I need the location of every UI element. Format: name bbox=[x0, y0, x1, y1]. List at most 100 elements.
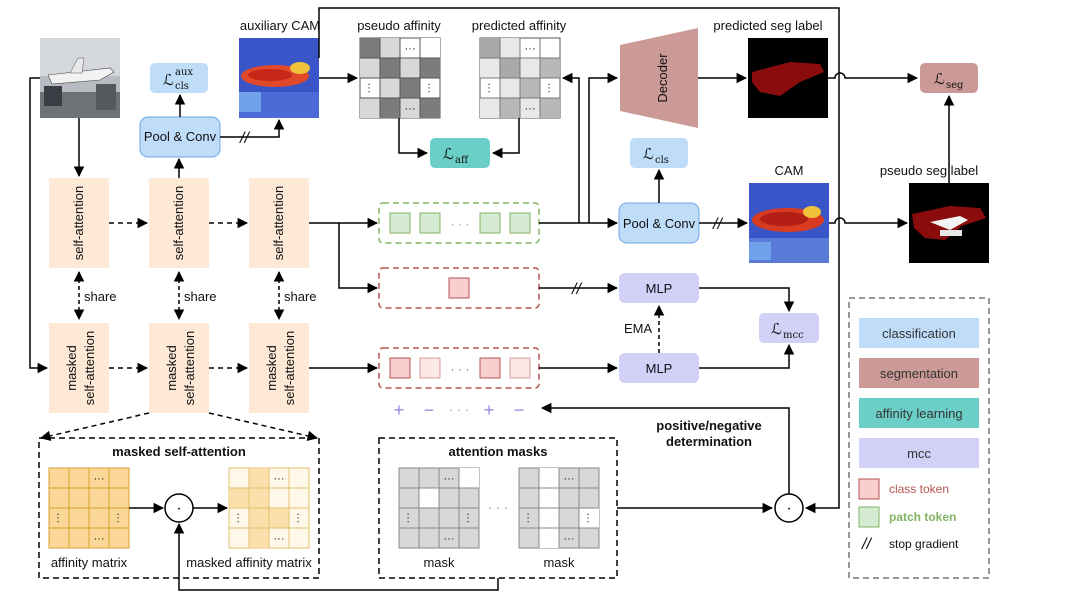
self-attention-block-2: self-attention bbox=[149, 178, 209, 268]
svg-text:· · ·: · · · bbox=[451, 362, 470, 376]
pseudo-affinity-label: pseudo affinity bbox=[357, 18, 441, 33]
masked-self-attention-block-3: masked self-attention bbox=[249, 323, 309, 413]
svg-text:masked: masked bbox=[164, 345, 179, 391]
predicted-affinity-grid: ··· ··· ··· ··· bbox=[479, 37, 561, 119]
legend-panel: classification segmentation affinity lea… bbox=[848, 297, 990, 579]
svg-text:· · ·: · · · bbox=[449, 402, 469, 417]
svg-text:aff: aff bbox=[455, 155, 469, 166]
affinity-matrix-label: affinity matrix bbox=[51, 555, 128, 570]
legend-affinity: affinity learning bbox=[875, 406, 962, 421]
svg-text:cls: cls bbox=[175, 81, 189, 92]
legend-class-token: class token bbox=[889, 482, 949, 496]
decoder-label: Decoder bbox=[655, 53, 670, 103]
svg-text:attention masks: attention masks bbox=[449, 444, 548, 459]
pseudo-seg-label-image bbox=[909, 183, 989, 263]
legend-classification: classification bbox=[882, 326, 956, 341]
svg-text:mcc: mcc bbox=[783, 330, 804, 341]
svg-text:···: ··· bbox=[444, 473, 455, 485]
connectors bbox=[29, 7, 955, 591]
elementwise-product-op-1: · bbox=[164, 493, 194, 523]
legend-segmentation: segmentation bbox=[880, 366, 958, 381]
cam-label: CAM bbox=[775, 163, 804, 178]
auxiliary-cam-label: auxiliary CAM bbox=[240, 18, 320, 33]
self-attention-block-3: self-attention bbox=[249, 178, 309, 268]
svg-text:···: ··· bbox=[525, 43, 536, 55]
loss-aff: ℒ aff bbox=[430, 138, 490, 168]
svg-text:ℒ: ℒ bbox=[771, 320, 782, 338]
masked-self-attention-block-1: masked self-attention bbox=[49, 323, 109, 413]
svg-text:masked self-attention: masked self-attention bbox=[112, 444, 246, 459]
svg-text:masked: masked bbox=[264, 345, 279, 391]
svg-text:masked: masked bbox=[64, 345, 79, 391]
mlp-top-block: MLP bbox=[619, 273, 699, 303]
masked-affinity-matrix-grid: ··· ··· ··· ··· bbox=[228, 467, 310, 549]
masked-affinity-matrix-label: masked affinity matrix bbox=[186, 555, 312, 570]
attention-masks-panel: attention masks bbox=[378, 437, 618, 579]
legend-stop-gradient: stop gradient bbox=[889, 537, 959, 551]
stop-gradient-mark-2: // bbox=[712, 216, 723, 233]
class-token-row bbox=[378, 267, 540, 309]
svg-text:···: ··· bbox=[444, 533, 455, 545]
svg-text:···: ··· bbox=[94, 533, 105, 545]
ema-label: EMA bbox=[624, 321, 653, 336]
legend-mcc: mcc bbox=[907, 446, 931, 461]
pool-conv-block: Pool & Conv bbox=[618, 202, 700, 244]
patch-token-row: · · · bbox=[378, 202, 540, 244]
loss-cls-aux: ℒ aux cls bbox=[150, 63, 208, 93]
svg-text:···: ··· bbox=[405, 103, 416, 115]
cam-image bbox=[749, 183, 829, 263]
svg-text:···: ··· bbox=[292, 513, 304, 524]
svg-text:···: ··· bbox=[522, 513, 534, 524]
svg-text:···: ··· bbox=[363, 83, 375, 94]
predicted-seg-label-title: predicted seg label bbox=[713, 18, 822, 33]
svg-text:self-attention: self-attention bbox=[182, 331, 197, 405]
sign-row: + − · · · + − bbox=[394, 400, 525, 420]
input-image bbox=[40, 38, 120, 118]
pseudo-seg-label-title: pseudo seg label bbox=[880, 163, 978, 178]
svg-text:···: ··· bbox=[232, 513, 244, 524]
affinity-matrix-grid: ··· ··· ··· ··· bbox=[48, 467, 130, 549]
mask-grid-1: ··· ··· ··· ··· bbox=[398, 467, 480, 549]
svg-text:···: ··· bbox=[582, 513, 594, 524]
svg-text:ℒ: ℒ bbox=[643, 145, 654, 163]
svg-text:self-attention: self-attention bbox=[71, 186, 86, 260]
legend-patch-token: patch token bbox=[889, 510, 956, 524]
loss-cls: ℒ cls bbox=[630, 138, 688, 168]
auxiliary-cam-image bbox=[239, 38, 319, 118]
svg-text:cls: cls bbox=[655, 155, 669, 166]
svg-text:···: ··· bbox=[525, 103, 536, 115]
svg-text:aux: aux bbox=[175, 67, 193, 78]
stop-gradient-mark-3: // bbox=[571, 281, 582, 298]
svg-text:···: ··· bbox=[112, 513, 124, 524]
svg-text:self-attention: self-attention bbox=[82, 331, 97, 405]
svg-text:···: ··· bbox=[564, 473, 575, 485]
legend-stop-gradient-mark: // bbox=[861, 536, 872, 553]
predicted-affinity-label: predicted affinity bbox=[472, 18, 567, 33]
elementwise-product-op-2: · bbox=[774, 493, 804, 523]
loss-mcc: ℒ mcc bbox=[759, 313, 819, 343]
stop-gradient-mark-1: // bbox=[239, 130, 250, 147]
masked-token-row: · · · bbox=[378, 347, 540, 389]
svg-text:···: ··· bbox=[274, 473, 285, 485]
svg-text:self-attention: self-attention bbox=[271, 186, 286, 260]
share-label-3: share bbox=[284, 289, 317, 304]
svg-text:+: + bbox=[484, 400, 495, 420]
svg-text:···: ··· bbox=[52, 513, 64, 524]
svg-text:Pool & Conv: Pool & Conv bbox=[623, 216, 696, 231]
svg-text:· · ·: · · · bbox=[451, 217, 470, 231]
pos-neg-label-line1: positive/negative bbox=[656, 418, 761, 433]
svg-text:ℒ: ℒ bbox=[163, 71, 174, 89]
mask-grid-2: ··· ··· ··· ··· bbox=[518, 467, 600, 549]
svg-text:seg: seg bbox=[946, 80, 964, 91]
pseudo-affinity-grid: ··· ··· ··· ··· bbox=[359, 37, 441, 119]
svg-text:−: − bbox=[424, 400, 435, 420]
svg-text:−: − bbox=[514, 400, 525, 420]
svg-text:···: ··· bbox=[543, 83, 555, 94]
pool-conv-aux-block: Pool & Conv bbox=[139, 116, 221, 158]
svg-text:···: ··· bbox=[405, 43, 416, 55]
masked-self-attention-block-2: masked self-attention bbox=[149, 323, 209, 413]
mlp-bottom-block: MLP bbox=[619, 353, 699, 383]
pos-neg-label-line2: determination bbox=[666, 434, 752, 449]
svg-text:ℒ: ℒ bbox=[934, 70, 945, 88]
